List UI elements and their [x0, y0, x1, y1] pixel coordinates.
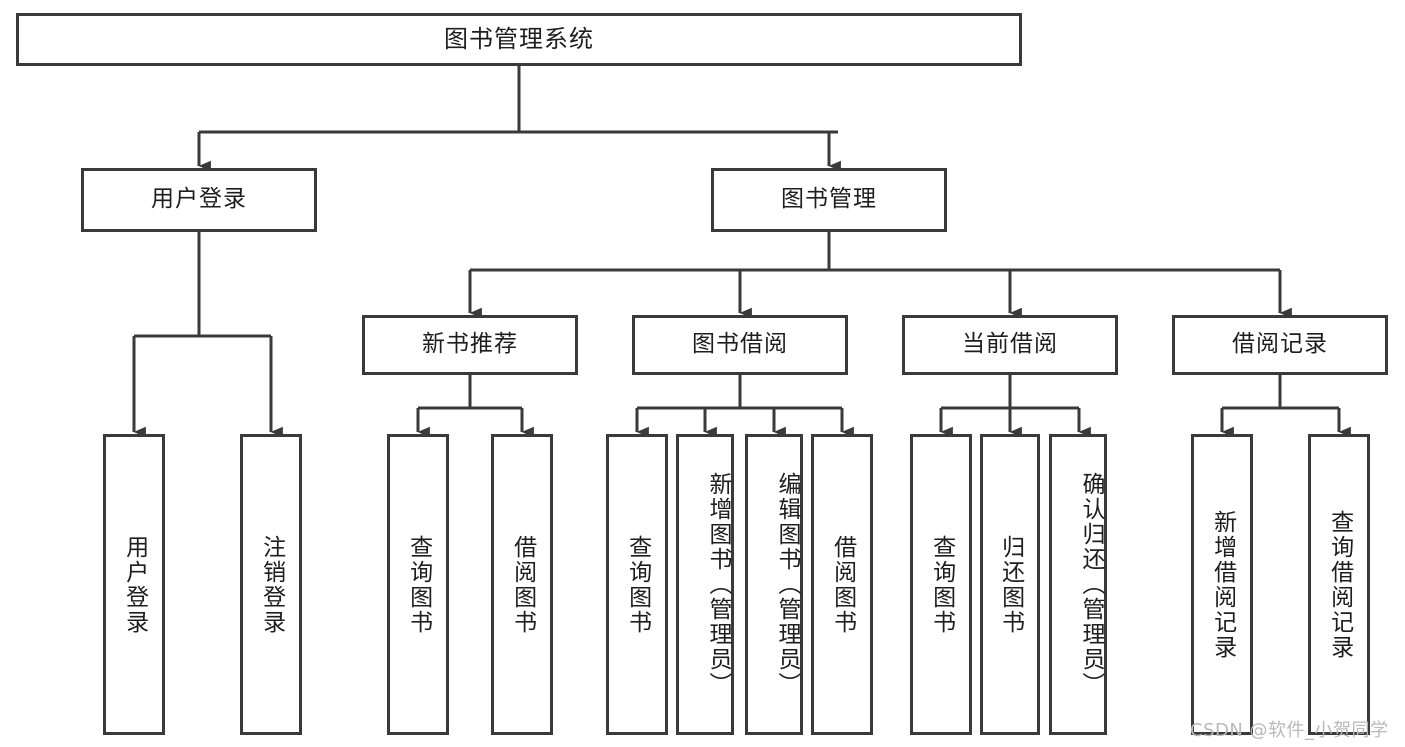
- node-label: 查询图书: [405, 534, 432, 635]
- node-label: 注销登录: [258, 534, 285, 635]
- node-root-system[interactable]: 图书管理系统: [16, 13, 1022, 66]
- node-leaf-query-book-1[interactable]: 查询图书: [387, 434, 449, 735]
- node-leaf-borrow-book-1[interactable]: 借阅图书: [491, 434, 553, 735]
- node-new-book-recommend[interactable]: 新书推荐: [362, 315, 578, 375]
- node-label: 图书管理系统: [444, 25, 594, 54]
- node-label: 借阅图书: [829, 534, 856, 635]
- csdn-watermark: CSDN @软件_小贺同学: [1190, 720, 1389, 741]
- node-label: 当前借阅: [962, 331, 1058, 358]
- node-leaf-user-login[interactable]: 用户登录: [103, 434, 165, 735]
- node-label: 编辑图书（管理员）: [774, 472, 800, 697]
- node-label: 图书管理: [781, 186, 877, 213]
- node-label: 查询借阅记录: [1326, 509, 1353, 660]
- node-label: 借阅记录: [1232, 331, 1328, 358]
- node-label: 新增借阅记录: [1209, 509, 1236, 660]
- node-leaf-add-book-admin[interactable]: 新增图书（管理员）: [676, 434, 734, 735]
- node-label: 查询图书: [624, 534, 651, 635]
- node-user-login[interactable]: 用户登录: [81, 168, 317, 232]
- node-label: 新增图书（管理员）: [705, 472, 731, 697]
- node-leaf-add-borrow-record[interactable]: 新增借阅记录: [1191, 434, 1253, 735]
- node-label: 新书推荐: [422, 331, 518, 358]
- node-borrow-record[interactable]: 借阅记录: [1172, 315, 1388, 375]
- node-leaf-return-book[interactable]: 归还图书: [980, 434, 1040, 735]
- node-current-borrow[interactable]: 当前借阅: [902, 315, 1118, 375]
- node-leaf-logout-login[interactable]: 注销登录: [240, 434, 302, 735]
- node-label: 借阅图书: [509, 534, 536, 635]
- node-leaf-query-borrow-record[interactable]: 查询借阅记录: [1308, 434, 1370, 735]
- node-leaf-query-book-3[interactable]: 查询图书: [910, 434, 972, 735]
- node-label: 归还图书: [997, 534, 1024, 635]
- node-book-manage[interactable]: 图书管理: [711, 168, 947, 232]
- node-label: 查询图书: [928, 534, 955, 635]
- node-label: 确认归还（管理员）: [1078, 472, 1104, 697]
- node-leaf-query-book-2[interactable]: 查询图书: [606, 434, 668, 735]
- node-leaf-borrow-book-2[interactable]: 借阅图书: [811, 434, 873, 735]
- node-leaf-confirm-return-admin[interactable]: 确认归还（管理员）: [1049, 434, 1107, 735]
- node-label: 图书借阅: [692, 331, 788, 358]
- node-label: 用户登录: [121, 534, 148, 635]
- node-leaf-edit-book-admin[interactable]: 编辑图书（管理员）: [745, 434, 803, 735]
- node-label: 用户登录: [151, 186, 247, 213]
- node-book-borrow[interactable]: 图书借阅: [632, 315, 848, 375]
